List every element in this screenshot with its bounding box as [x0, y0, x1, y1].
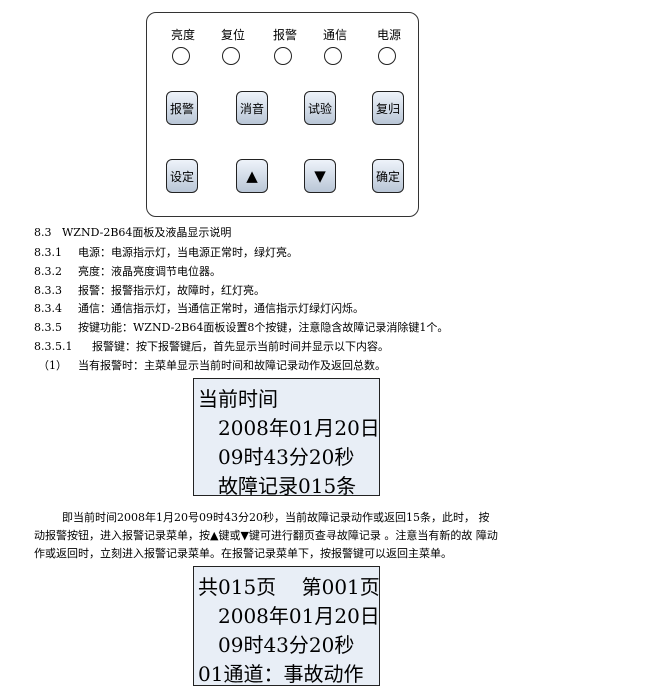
- control-panel: 亮度 复位 报警 通信 电源 报警 消音 试验 复归 设定 ▲ ▼ 确定: [146, 12, 419, 217]
- item-number: 8.3.2: [34, 265, 62, 278]
- lcd-line: 共015页 第001页: [198, 575, 380, 599]
- item-number: 8.3.5.1: [34, 340, 73, 353]
- led-label-power: 电源: [376, 28, 401, 42]
- item-text: 按键功能：WZND-2B64面板设置8个按键，注意隐含故障记录消除键1个。: [78, 321, 449, 334]
- list-item: 8.3.5 按键功能：WZND-2B64面板设置8个按键，注意隐含故障记录消除键1…: [34, 319, 448, 335]
- list-item: 8.3.3 报警：报警指示灯，故障时，红灯亮。: [34, 282, 265, 298]
- item-number: （1）: [38, 359, 67, 372]
- lcd-line: 09时43分20秒: [218, 445, 355, 469]
- item-text: 电源：电源指示灯，当电源正常时，绿灯亮。: [78, 246, 298, 259]
- up-arrow-icon: ▲: [246, 167, 258, 185]
- comm-led: [324, 47, 342, 65]
- item-text: 通信：通信指示灯，当通信正常时，通信指示灯绿灯闪烁。: [78, 302, 364, 315]
- section-title: WZND-2B64面板及液晶显示说明: [62, 226, 232, 239]
- led-label-alarm: 报警: [272, 28, 297, 42]
- paragraph-line: 动报警按钮，进入报警记录菜单，按▲键或▼键可进行翻页查寻故障记录 。注意当有新的…: [34, 529, 498, 542]
- down-arrow-icon: ▼: [314, 167, 326, 185]
- confirm-button[interactable]: 确定: [372, 159, 404, 193]
- list-item: 8.3.2 亮度：液晶亮度调节电位器。: [34, 263, 221, 279]
- paragraph-line: 作或返回时，立刻进入报警记录菜单。在报警记录菜单下，按报警键可以返回主菜单。: [34, 547, 452, 560]
- down-button[interactable]: ▼: [304, 159, 336, 193]
- alarm-led: [274, 47, 292, 65]
- lcd-line: 当前时间: [198, 387, 278, 411]
- up-button[interactable]: ▲: [236, 159, 268, 193]
- item-number: 8.3.5: [34, 321, 62, 334]
- lcd-line: 01通道：事故动作: [198, 662, 364, 686]
- paragraph-line: 即当前时间2008年1月20号09时43分20秒，当前故障记录动作或返回15条，…: [62, 511, 490, 524]
- lcd-line: 2008年01月20日: [218, 604, 380, 628]
- reset-button[interactable]: 复归: [372, 91, 404, 125]
- list-item: （1） 当有报警时：主菜单显示当前时间和故障记录动作及返回总数。: [38, 357, 386, 373]
- test-button[interactable]: 试验: [304, 91, 336, 125]
- reset-led: [222, 47, 240, 65]
- led-label-reset: 复位: [220, 28, 245, 42]
- item-text: 当有报警时：主菜单显示当前时间和故障记录动作及返回总数。: [78, 359, 386, 372]
- power-led: [378, 47, 396, 65]
- section-heading: 8.3 WZND-2B64面板及液晶显示说明: [34, 224, 231, 240]
- lcd-line: 09时43分20秒: [218, 633, 355, 657]
- lcd-screen-records: 共015页 第001页 2008年01月20日 09时43分20秒 01通道：事…: [193, 566, 380, 686]
- lcd-line: 故障记录015条: [218, 474, 357, 498]
- item-text: 报警键：按下报警键后，首先显示当前时间并显示以下内容。: [92, 340, 389, 353]
- list-item: 8.3.4 通信：通信指示灯，当通信正常时，通信指示灯绿灯闪烁。: [34, 300, 364, 316]
- mute-button[interactable]: 消音: [236, 91, 268, 125]
- item-number: 8.3.1: [34, 246, 62, 259]
- lcd-screen-main: 当前时间 2008年01月20日 09时43分20秒 故障记录015条: [193, 378, 380, 498]
- led-label-brightness: 亮度: [170, 28, 195, 42]
- led-label-comm: 通信: [322, 28, 347, 42]
- set-button[interactable]: 设定: [166, 159, 198, 193]
- item-number: 8.3.3: [34, 284, 62, 297]
- list-item: 8.3.5.1 报警键：按下报警键后，首先显示当前时间并显示以下内容。: [34, 338, 389, 354]
- item-text: 报警：报警指示灯，故障时，红灯亮。: [78, 284, 265, 297]
- lcd-line: 2008年01月20日: [218, 416, 380, 440]
- item-text: 亮度：液晶亮度调节电位器。: [78, 265, 221, 278]
- section-number: 8.3: [34, 226, 52, 239]
- list-item: 8.3.1 电源：电源指示灯，当电源正常时，绿灯亮。: [34, 244, 298, 260]
- item-number: 8.3.4: [34, 302, 62, 315]
- alarm-button[interactable]: 报警: [166, 91, 198, 125]
- brightness-led: [172, 47, 190, 65]
